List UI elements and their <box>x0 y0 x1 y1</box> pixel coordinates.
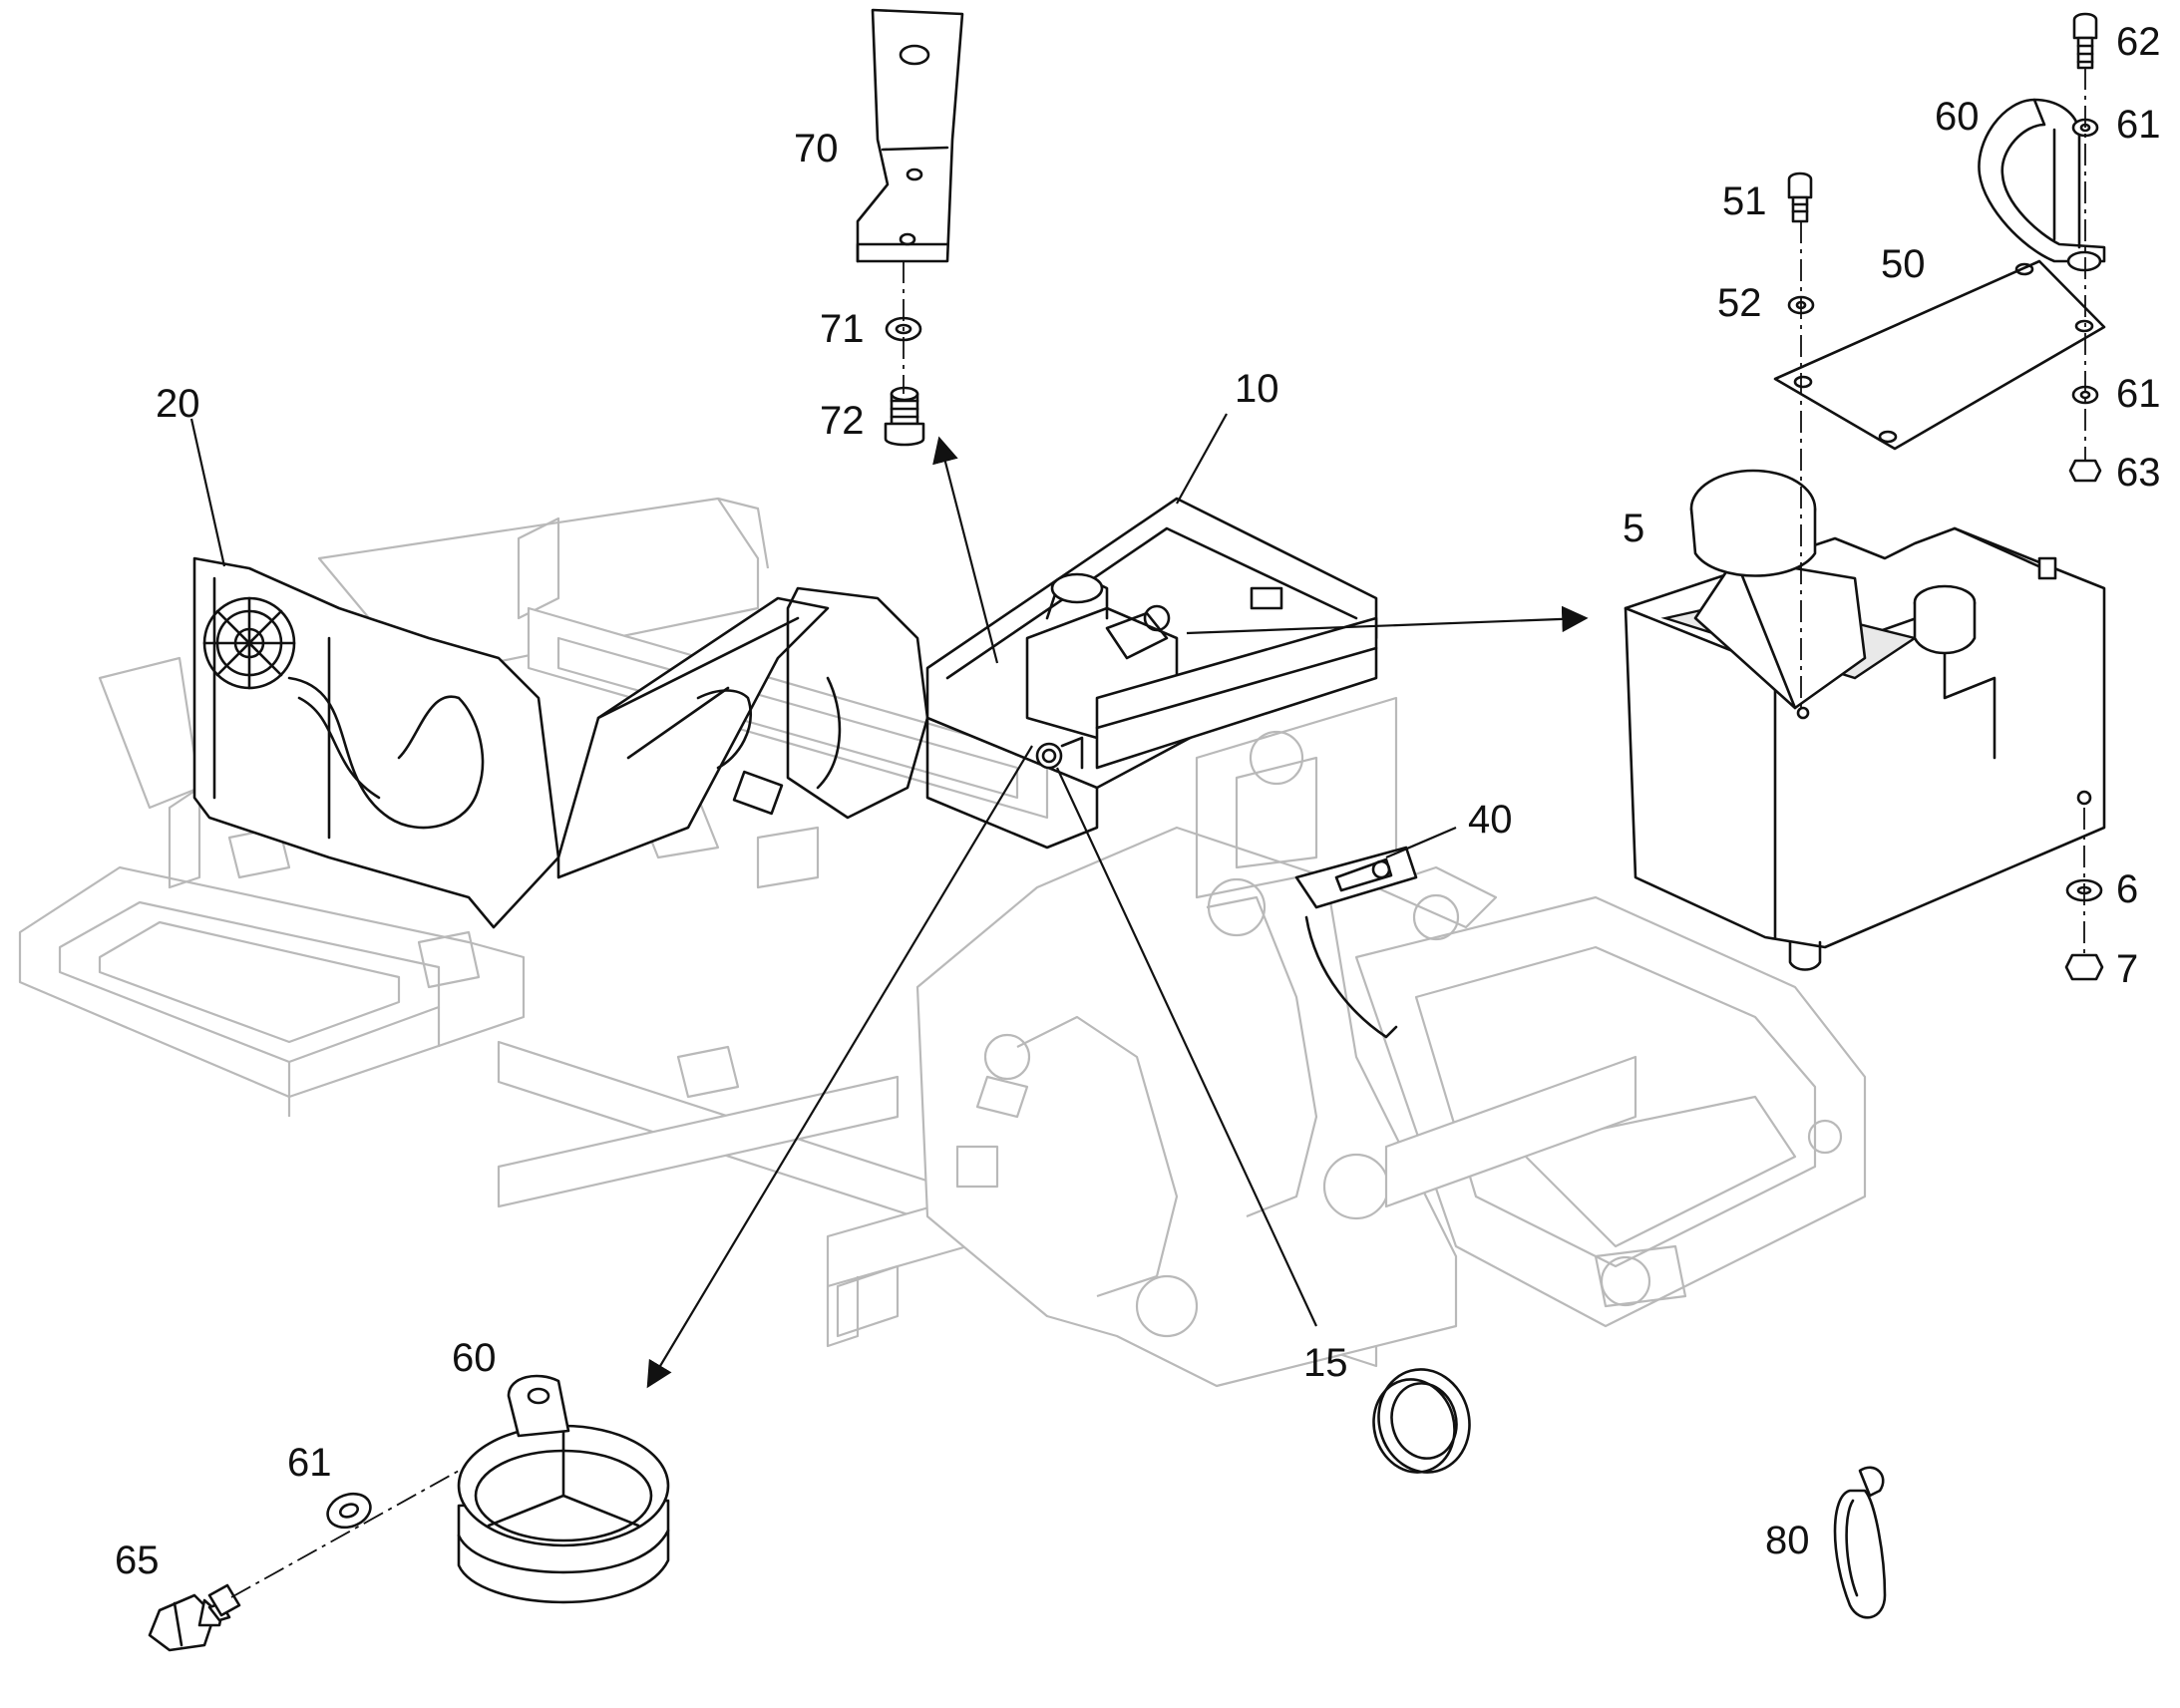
callout-60-lower: 60 <box>452 1336 497 1380</box>
part-5-hydraulic-tank <box>1624 469 2106 971</box>
part-15-grommet <box>1372 1368 1471 1474</box>
part-7-nut <box>2064 953 2104 981</box>
part-65-hex-bolt <box>148 1583 241 1652</box>
part-60-clamp-lower <box>457 1374 670 1604</box>
part-50-cover-plate <box>1773 259 2106 451</box>
part-40-sensor-plate <box>1294 846 1418 1039</box>
callout-6: 6 <box>2116 867 2138 911</box>
part-51-screw <box>1787 171 1813 223</box>
callout-62: 62 <box>2116 20 2161 64</box>
part-62-screw <box>2072 12 2098 70</box>
callout-51: 51 <box>1722 179 1767 223</box>
callout-61-upper: 61 <box>2116 103 2161 147</box>
callout-65: 65 <box>115 1538 160 1582</box>
callout-50: 50 <box>1881 242 1926 286</box>
callout-7: 7 <box>2116 947 2138 991</box>
machine-frame <box>18 497 1867 1388</box>
callout-52: 52 <box>1717 281 1762 325</box>
part-80-cable-clip <box>1833 1466 1887 1619</box>
callout-labels: 70 71 72 20 10 5 51 52 50 60 62 61 61 63… <box>115 20 2161 1582</box>
callout-20: 20 <box>156 382 200 426</box>
callout-72: 72 <box>820 399 865 443</box>
callout-63: 63 <box>2116 451 2161 495</box>
callout-60-upper: 60 <box>1935 95 1980 139</box>
callout-70: 70 <box>794 127 839 171</box>
callout-61-left: 61 <box>287 1441 332 1485</box>
part-61-washer-left <box>326 1492 372 1530</box>
callout-80: 80 <box>1765 1519 1810 1562</box>
callout-5: 5 <box>1623 507 1644 550</box>
callout-40: 40 <box>1468 798 1513 842</box>
part-63-nut <box>2068 459 2102 483</box>
callout-15: 15 <box>1303 1341 1348 1385</box>
part-10-tank-assembly <box>925 497 1378 850</box>
callout-61-lower: 61 <box>2116 372 2161 416</box>
part-72-bolt <box>884 386 925 447</box>
part-20-fan-shroud <box>192 556 929 929</box>
callout-10: 10 <box>1235 367 1279 411</box>
callout-71: 71 <box>820 307 865 351</box>
leader-lines <box>189 413 1589 1389</box>
part-70-bracket <box>856 8 964 263</box>
